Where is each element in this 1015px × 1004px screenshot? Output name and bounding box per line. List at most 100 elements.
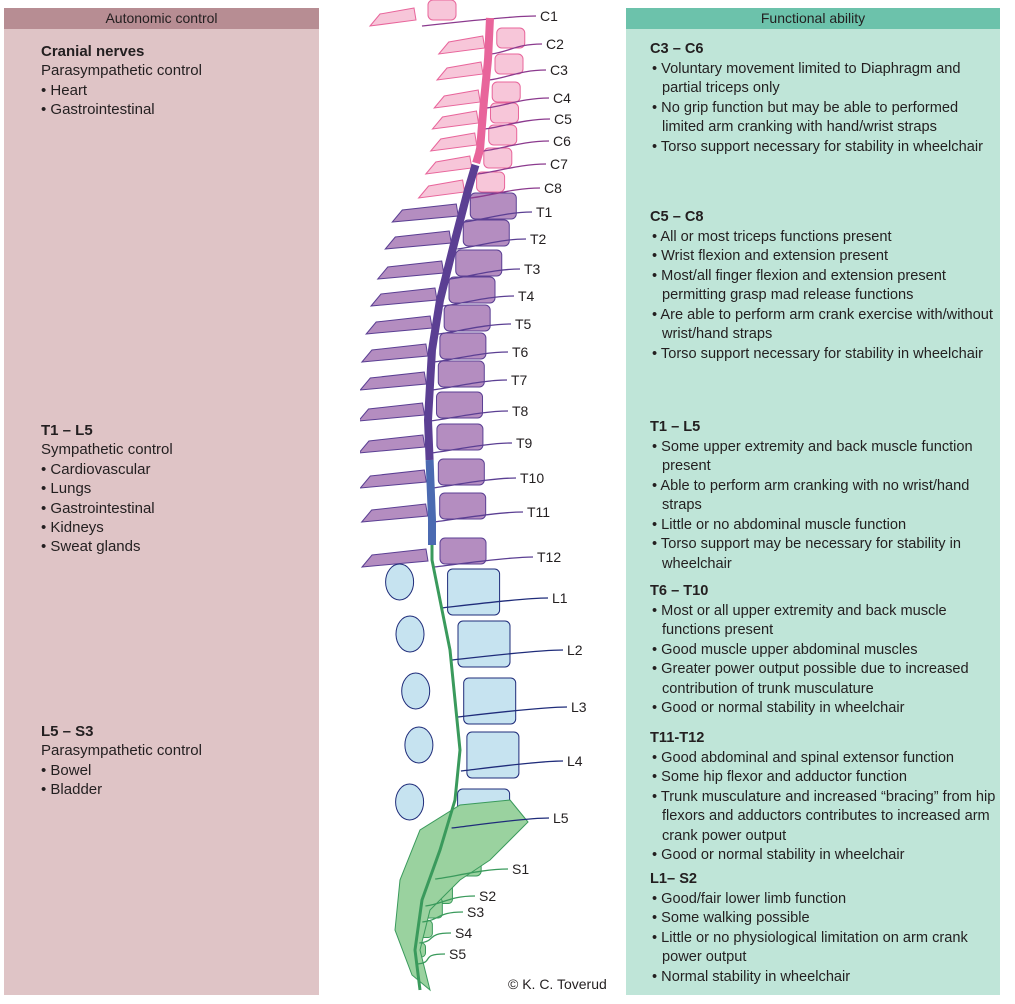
segment-label-s1: S1 <box>512 861 529 877</box>
list-item: Lungs <box>41 479 173 498</box>
t11-t12-section: T11-T12 Good abdominal and spinal extens… <box>638 729 998 866</box>
spinous-process-t11 <box>360 503 429 523</box>
spinous-process-t9 <box>360 434 426 454</box>
list-item: Wrist flexion and extension present <box>650 247 998 267</box>
segment-label-c7: C7 <box>550 156 568 172</box>
spinous-process-t6 <box>360 343 429 363</box>
vertebral-bodies <box>411 0 526 958</box>
spinous-process-l5 <box>395 783 425 821</box>
segment-label-s5: S5 <box>449 946 466 962</box>
segment-label-t3: T3 <box>524 261 541 277</box>
list-item: Good abdominal and spinal extensor funct… <box>650 749 998 769</box>
functional-ability-header: Functional ability <box>626 8 1000 29</box>
nerve-root-l1 <box>441 597 549 609</box>
list-item: Most or all upper extremity and back mus… <box>650 602 998 641</box>
segment-label-t11: T11 <box>527 504 550 520</box>
section-title: C3 – C6 <box>650 41 704 57</box>
spinous-process-l4 <box>404 726 434 764</box>
nerve-root-t6 <box>433 351 509 363</box>
segment-label-c3: C3 <box>550 62 568 78</box>
list-item: Gastrointestinal <box>41 499 173 518</box>
segment-label-c1: C1 <box>540 8 558 24</box>
list-item: Bladder <box>41 780 202 799</box>
vertebral-body-c4 <box>491 81 521 103</box>
list-item: Kidneys <box>41 518 173 537</box>
vertebral-body-c2 <box>496 27 526 49</box>
segment-labels: C1C2C3C4C5C6C7C8T1T2T3T4T5T6T7T8T9T10T11… <box>449 8 587 962</box>
nerve-root-t8 <box>430 410 509 422</box>
spinous-process-t3 <box>376 260 445 280</box>
segment-label-c6: C6 <box>553 133 571 149</box>
nerve-root-t4 <box>442 295 515 307</box>
vertebral-body-c1 <box>427 0 457 21</box>
spinous-process-c7 <box>424 155 473 175</box>
vertebral-body-t5 <box>443 304 491 332</box>
nerve-root-t10 <box>432 477 517 489</box>
spinous-process-c4 <box>432 89 481 109</box>
copyright-notice: © K. C. Toverud <box>508 976 607 992</box>
segment-label-s3: S3 <box>467 904 484 920</box>
vertebral-body-t8 <box>436 391 484 419</box>
list-item: Greater power output possible due to inc… <box>650 660 998 699</box>
list-item: Normal stability in wheelchair <box>650 968 998 988</box>
segment-label-t8: T8 <box>512 403 529 419</box>
t1-l5-section: T1 – L5 Some upper extremity and back mu… <box>638 418 998 574</box>
section-title: T6 – T10 <box>650 583 709 599</box>
list-item: No grip function but may be able to perf… <box>650 99 998 138</box>
vertebral-body-t3 <box>455 249 503 277</box>
spinal-column-diagram: C1C2C3C4C5C6C7C8T1T2T3T4T5T6T7T8T9T10T11… <box>360 0 587 992</box>
nerve-root-l2 <box>451 649 564 661</box>
list-item: Some hip flexor and adductor function <box>650 768 998 788</box>
t6-t10-section: T6 – T10 Most or all upper extremity and… <box>638 582 998 719</box>
section-title: T1 – L5 <box>650 419 701 435</box>
nerve-root-c2 <box>490 43 543 55</box>
spinous-processes <box>360 7 529 992</box>
nerve-root-t3 <box>449 268 521 280</box>
spinous-process-l3 <box>401 672 431 710</box>
list-item: Most/all finger flexion and extension pr… <box>650 267 998 306</box>
vertebral-body-l4 <box>466 731 520 779</box>
segment-label-c5: C5 <box>554 111 572 127</box>
functional-ability-panel: Functional ability C3 – C6 Voluntary mov… <box>626 8 1000 995</box>
spinous-process-t5 <box>365 315 433 335</box>
list-item: Trunk musculature and increased “bracing… <box>650 788 998 847</box>
spinal-cord-segment-3 <box>425 459 436 545</box>
nerve-root-c1 <box>421 15 537 27</box>
spinous-process-t8 <box>360 402 426 422</box>
autonomic-control-panel: Autonomic control Cranial nerves Parasym… <box>4 8 319 995</box>
list-item: Torso support may be necessary for stabi… <box>650 535 998 574</box>
segment-label-t2: T2 <box>530 231 547 247</box>
list-item: Some upper extremity and back muscle fun… <box>650 438 998 477</box>
nerve-root-s5 <box>417 953 446 965</box>
vertebral-body-l2 <box>457 620 511 668</box>
list-item: All or most triceps functions present <box>650 228 998 248</box>
nerve-roots <box>417 15 568 965</box>
nerve-root-s3 <box>422 911 464 923</box>
spinous-process-l1 <box>385 563 415 601</box>
spinous-process-t7 <box>360 371 427 391</box>
nerve-root-t7 <box>432 379 508 391</box>
segment-label-s2: S2 <box>479 888 496 904</box>
nerve-root-c7 <box>477 163 547 175</box>
list-item: Are able to perform arm crank exercise w… <box>650 306 998 345</box>
segment-label-t12: T12 <box>537 549 561 565</box>
list-item: Good or normal stability in wheelchair <box>650 699 998 719</box>
nerve-root-l3 <box>457 706 568 718</box>
spinous-process-t4 <box>369 287 438 307</box>
section-title: T1 – L5 <box>41 422 93 439</box>
nerve-root-t11 <box>433 511 524 523</box>
list-item: Good or normal stability in wheelchair <box>650 846 998 866</box>
nerve-root-t9 <box>430 442 513 454</box>
autonomic-control-header: Autonomic control <box>4 8 319 29</box>
nerve-root-c6 <box>482 140 550 152</box>
vertebral-body-t11 <box>439 492 487 520</box>
segment-label-c8: C8 <box>544 180 562 196</box>
segment-label-l2: L2 <box>567 642 583 658</box>
segment-label-t1: T1 <box>536 204 553 220</box>
section-title: T11-T12 <box>650 730 705 746</box>
sacrum <box>394 799 529 992</box>
vertebral-body-l1 <box>447 568 501 616</box>
segment-label-t5: T5 <box>515 316 532 332</box>
cranial-nerves-section: Cranial nerves Parasympathetic control H… <box>41 42 202 120</box>
vertebral-body-c3 <box>494 53 524 75</box>
